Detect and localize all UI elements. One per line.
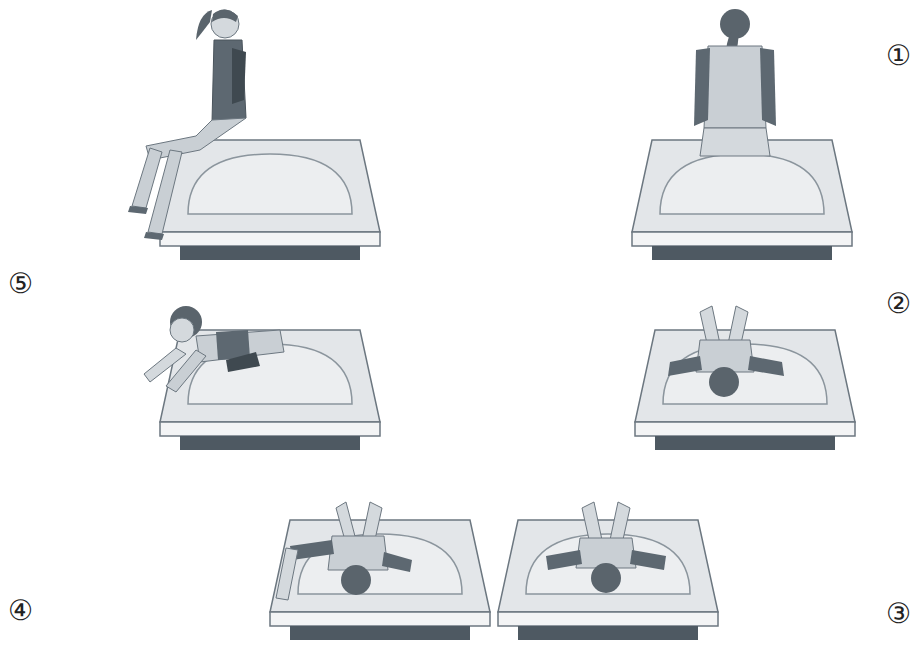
sitting-side-figure	[128, 9, 380, 260]
callout-number: ④	[8, 597, 33, 625]
prone-arm-hanging-figure	[270, 502, 490, 640]
prone-arms-out-figure	[498, 502, 718, 640]
side-lying-figure	[144, 306, 380, 450]
callout-number: ⑤	[8, 270, 33, 298]
callout-number: ②	[886, 290, 911, 318]
callout-number: ①	[886, 42, 911, 70]
sitting-back-figure	[632, 9, 852, 260]
prone-figure	[635, 306, 855, 450]
callout-number: ③	[886, 600, 911, 628]
